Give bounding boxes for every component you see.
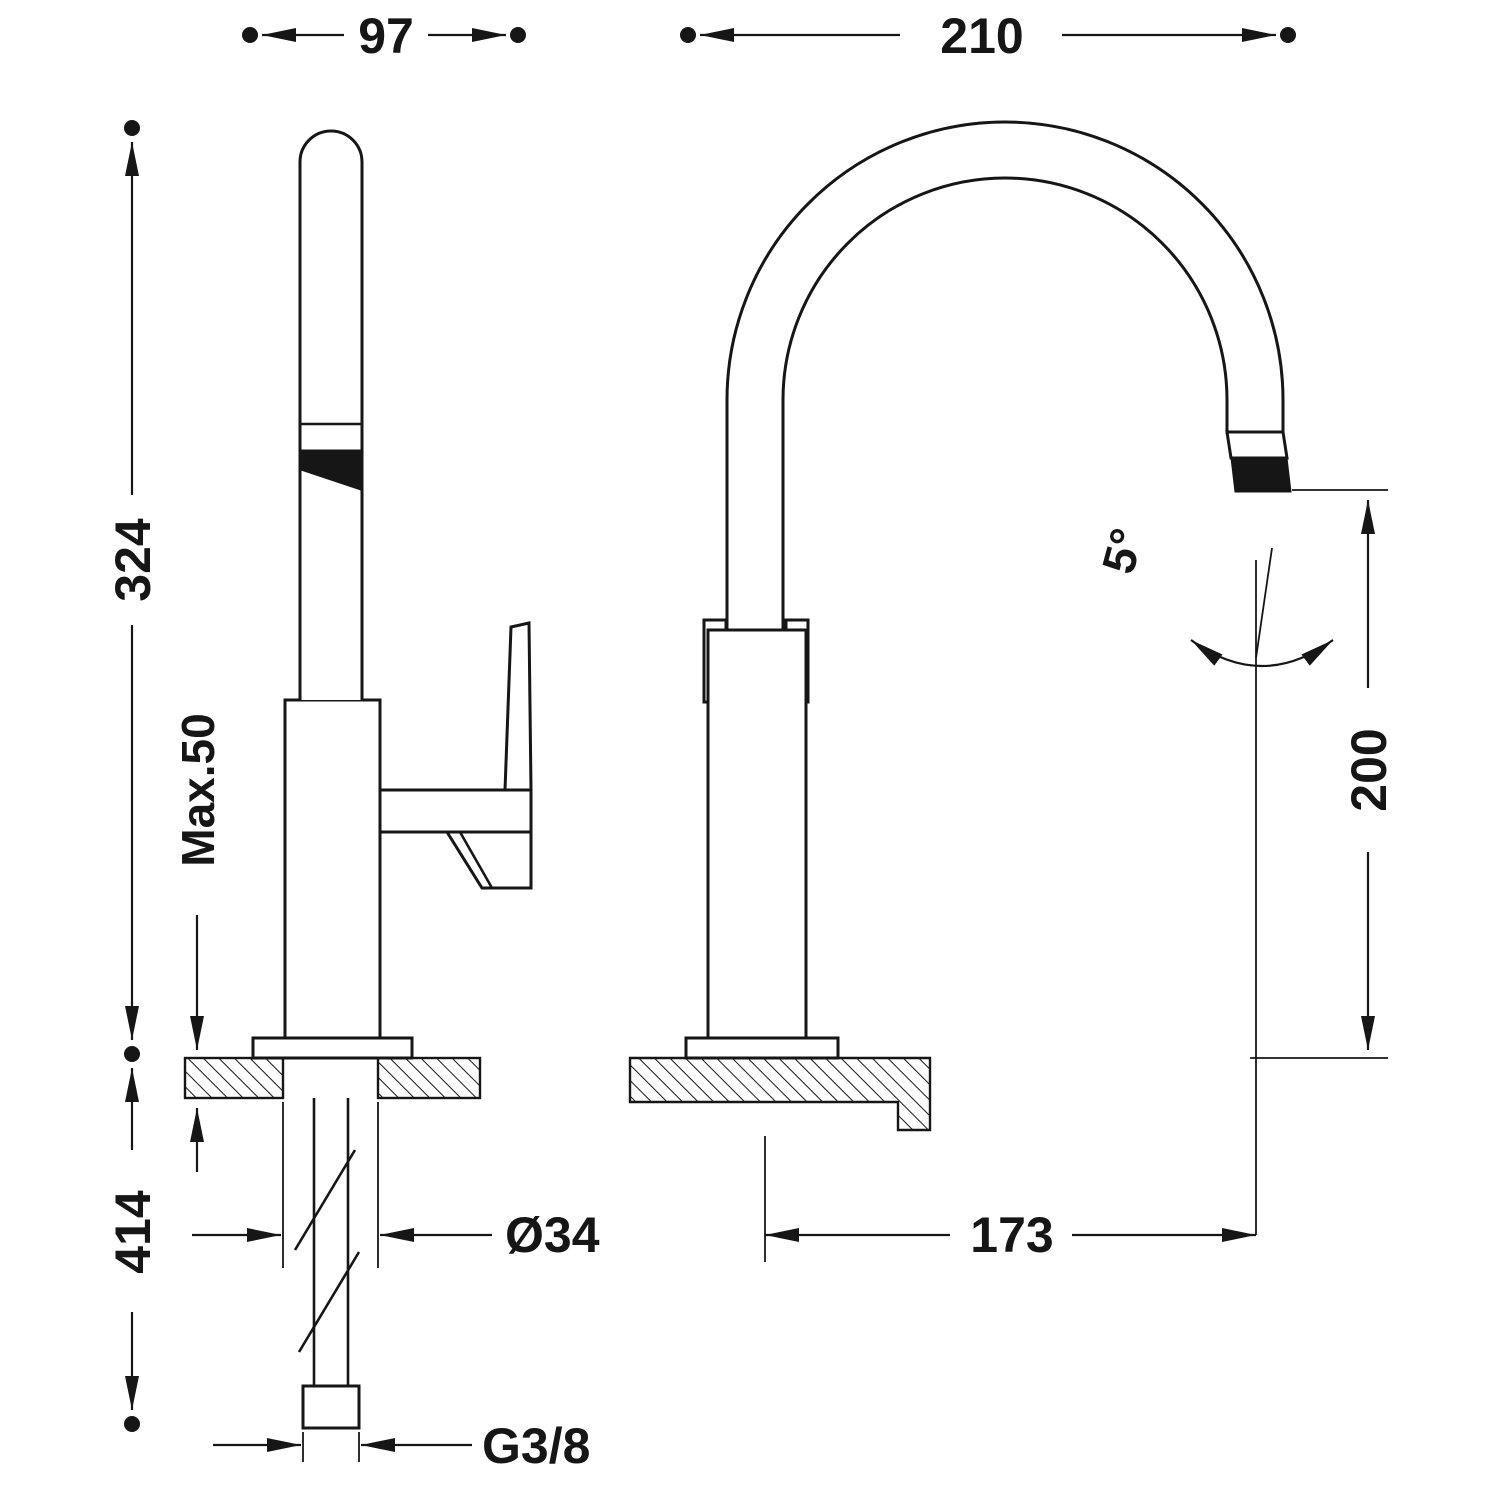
dim-max50: Max.50	[172, 713, 224, 1172]
deck-section-front	[628, 1056, 932, 1132]
dim-324-label: 324	[105, 518, 161, 602]
dim-5deg-label: 5°	[1092, 523, 1154, 579]
dim-5deg: 5°	[1092, 523, 1334, 1235]
dim-max50-label: Max.50	[172, 713, 224, 866]
base-plate-side	[251, 1036, 414, 1060]
dim-414: 414	[105, 1068, 161, 1432]
deck-section-left	[183, 1056, 285, 1100]
dim-o34-label: Ø34	[505, 1207, 600, 1263]
dim-g38: G3/8	[213, 1418, 590, 1474]
handle-lever-blade	[503, 621, 533, 792]
rod-break-line-lower	[297, 1251, 361, 1353]
swivel-tilt-line	[1255, 547, 1273, 659]
dim-endpoint-dot	[510, 27, 526, 43]
dim-200: 200	[1250, 489, 1397, 1059]
dim-200-label: 200	[1341, 728, 1397, 811]
dim-endpoint-dot	[124, 1416, 140, 1432]
dim-97: 97	[242, 8, 526, 64]
dim-414-label: 414	[105, 1190, 161, 1274]
dim-endpoint-dot	[124, 120, 140, 136]
dim-173-label: 173	[970, 1207, 1053, 1263]
deck-section-right	[376, 1056, 482, 1100]
aerator-outlet-side	[300, 449, 362, 491]
dim-210-label: 210	[940, 8, 1023, 64]
dim-o34: Ø34	[192, 1207, 600, 1263]
dim-173: 173	[764, 1136, 1256, 1263]
faucet-body-side	[283, 698, 382, 1042]
base-plate-front	[684, 1036, 840, 1060]
supply-nut	[301, 1384, 361, 1430]
dim-324: 324	[105, 120, 161, 1062]
spout-column-side	[298, 129, 364, 700]
dim-97-label: 97	[358, 8, 414, 64]
swivel-arc	[1190, 639, 1334, 667]
handle-housing	[378, 788, 533, 834]
aerator-outlet-front	[1230, 457, 1292, 493]
handle-wedge-detail-line	[458, 831, 494, 889]
gooseneck-spout	[725, 120, 1285, 632]
faucet-body-front	[706, 628, 808, 1042]
dim-endpoint-dot	[680, 27, 696, 43]
rod-break-line-upper	[293, 1149, 357, 1251]
dim-endpoint-dot	[242, 27, 258, 43]
side-view	[183, 129, 533, 1430]
dim-210: 210	[680, 8, 1296, 64]
dim-g38-label: G3/8	[482, 1418, 590, 1474]
front-view	[628, 120, 1292, 1132]
dim-endpoint-dot	[1280, 27, 1296, 43]
dim-endpoint-dot	[124, 1046, 140, 1062]
spout-tip	[1225, 430, 1289, 460]
dimensions: 97 324 Max.50 414 Ø34	[105, 8, 1397, 1474]
handle-underside-wedge	[444, 830, 533, 890]
